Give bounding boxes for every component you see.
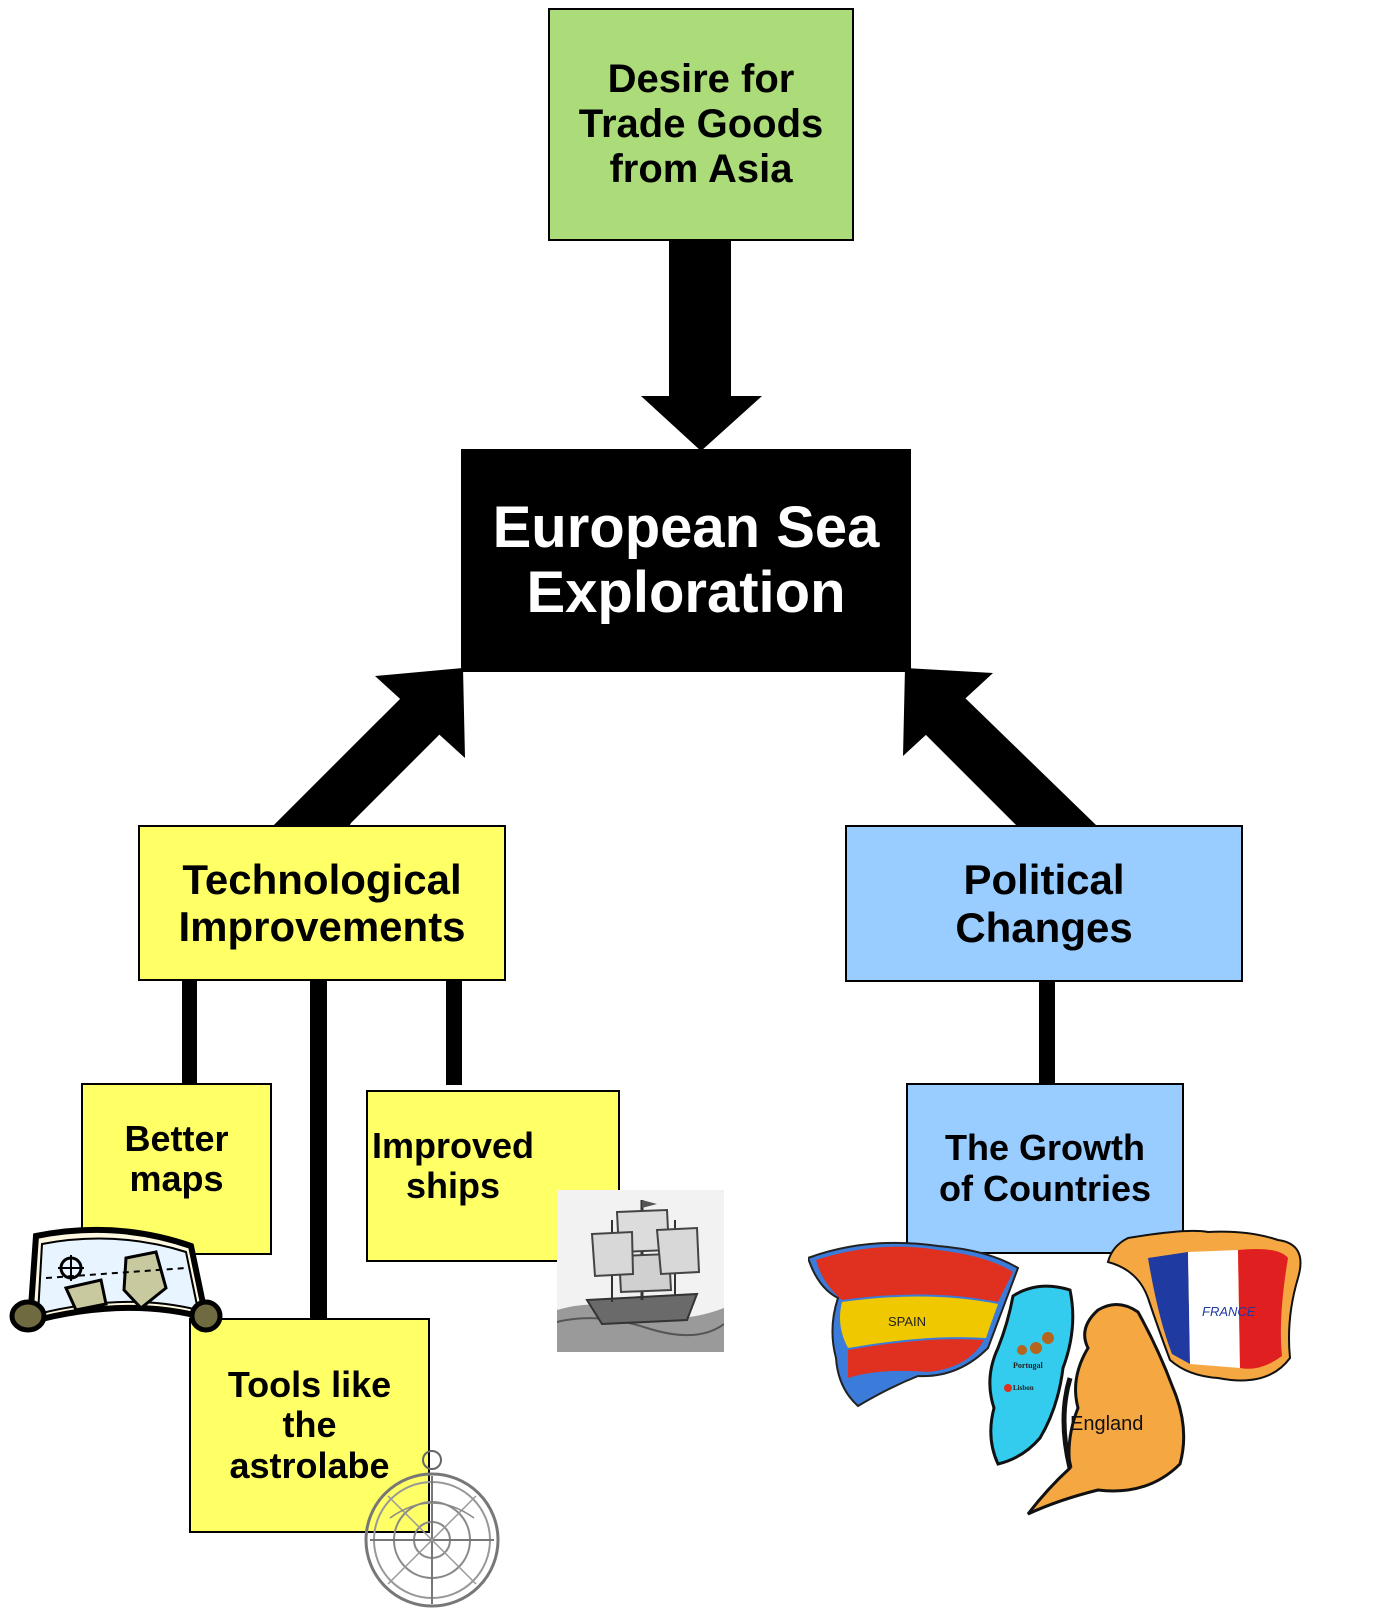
france-label: FRANCE (1202, 1304, 1256, 1319)
connectors (182, 979, 1055, 1320)
spain-map: SPAIN (808, 1241, 1020, 1408)
arrow-trade-to-exploration (641, 239, 762, 451)
spain-label: SPAIN (888, 1314, 926, 1329)
astrolabe-icon (364, 1450, 500, 1608)
sailing-ship-icon (557, 1190, 724, 1352)
france-map: FRANCE (1106, 1229, 1302, 1382)
england-label: England (1070, 1413, 1143, 1435)
arrow-political-to-exploration (903, 668, 1096, 825)
arrow-tech-to-exploration (272, 668, 465, 827)
lisbon-label: Lisbon (1013, 1384, 1034, 1392)
portugal-label: Portugal (1013, 1361, 1044, 1370)
country-maps-icon: SPAIN Portugal Lisbon England FRANCE (808, 1229, 1302, 1516)
scroll-map-icon (9, 1226, 223, 1333)
england-map: England (1026, 1303, 1186, 1516)
portugal-map: Portugal Lisbon (988, 1284, 1075, 1466)
